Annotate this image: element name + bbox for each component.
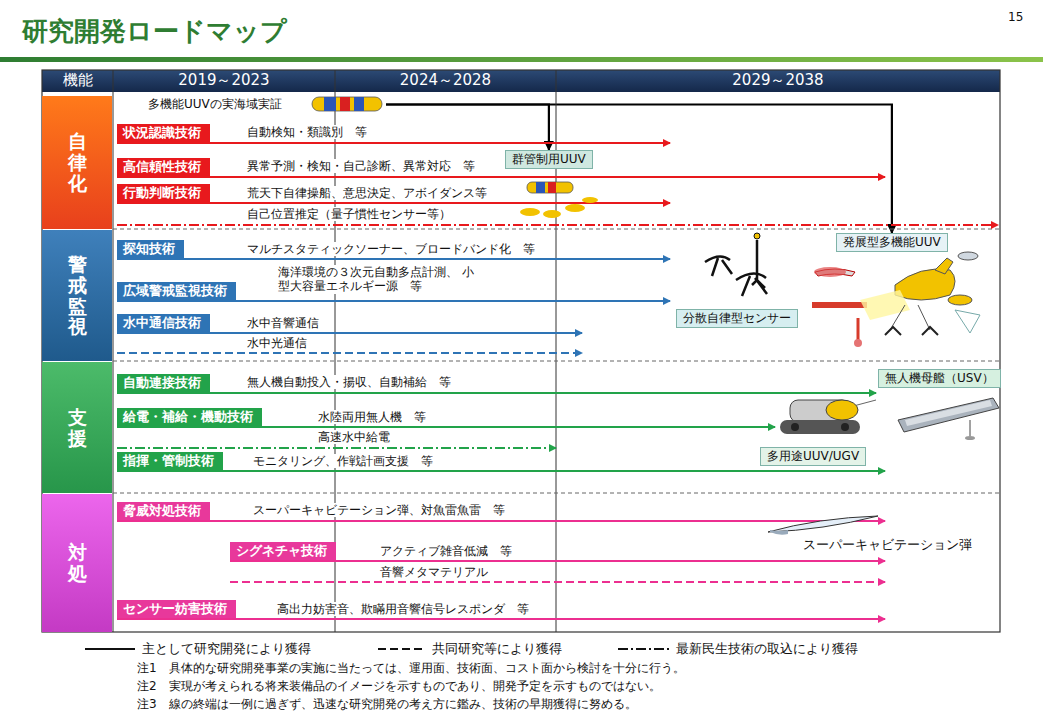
technology-box: 行動判断技術 [117,184,210,202]
legend-text: 共同研究等により獲得 [432,641,562,657]
technology-detail: 高速水中給電 [316,430,392,444]
technology-box: 高信頼性技術 [117,158,210,176]
title-bar [0,57,1043,62]
roadmap-arrows-green [117,393,885,471]
category-band: 支援 [42,362,112,493]
column-header: 機能 [42,71,113,89]
node-text: 水中通信技術 [123,315,201,330]
category-band: 対処 [42,494,112,632]
technology-box: 自動連接技術 [117,374,210,392]
technology-box: 給電・補給・機動技術 [117,408,262,426]
node-text: 高信頼性技術 [123,159,201,174]
header-row [42,70,1000,92]
technology-box: センサー妨害技術 [117,600,236,618]
technology-detail: 水中音響通信 [245,316,321,330]
technology-detail: 水陸両用無人機 等 [316,410,428,424]
advanced-uuv-illustration [812,252,980,347]
node-text: センサー妨害技術 [123,601,227,616]
category-band: 自律化 [42,96,112,229]
usv-illustration [846,398,999,440]
technology-box: 指揮・管制技術 [117,452,223,470]
roadmap-arrows-red [117,143,998,225]
node-text: 分散自律型センサー [683,311,791,325]
section-separators [113,229,1000,493]
category-text: 対処 [68,542,87,584]
node-text: 自動連接技術 [123,375,201,390]
technology-detail: 異常予測・検知・自己診断、異常対応 等 [245,159,477,173]
column-header: 2019～2023 [113,71,335,89]
node-text: 多用途UUV/UGV [767,449,859,463]
node-text: 状況認識技術 [123,125,201,140]
footnote: 注2 実現が考えられる将来装備品のイメージを示すものであり、開発予定を示すもので… [137,679,661,693]
table-border [42,70,1000,632]
column-header: 2029～2038 [556,71,1000,89]
node-text: 脅威対処技術 [123,503,201,518]
equipment-label-box: 発展型多機能UUV [836,233,948,252]
equipment-label: 多機能UUVの実海域実証 [148,97,386,112]
technology-box: 状況認識技術 [117,124,210,142]
node-text: 広域警戒監視技術 [123,283,227,298]
technology-detail: 音響メタマテリアル [378,565,490,579]
node-text: 指揮・管制技術 [123,453,214,468]
node-text: シグネチャ技術 [236,543,327,558]
technology-detail: 自動検知・類識別 等 [245,125,369,139]
roadmap-arrows-blue [117,259,670,353]
sensor-illustration [705,233,767,296]
page-title: 研究開発ロードマップ [22,14,287,49]
category-text: 支援 [68,407,87,449]
technology-box: 脅威対処技術 [117,502,210,520]
equipment-label-box: 多用途UUV/UGV [760,447,866,466]
page-number: 15 [1008,10,1023,24]
equipment-label-box: 無人機母艦（USV） [878,369,1001,388]
node-text: 無人機母艦（USV） [885,371,994,385]
technology-detail: 海洋環境の３次元自動多点計測、 小型大容量エネルギー源 等 [276,265,480,294]
projectile-illustration [768,516,878,535]
technology-detail: スーパーキャビテーション弾、対魚雷魚雷 等 [251,503,507,517]
node-text: 多機能UUVの実海域実証 [148,97,282,111]
group-uuv-icons [520,182,598,218]
roadmap-arrows-pink [117,521,885,619]
node-text: 発展型多機能UUV [843,235,941,249]
node-text: 給電・補給・機動技術 [123,409,253,424]
technology-box: 広域警戒監視技術 [117,282,236,300]
category-text: 警戒監視 [68,254,87,338]
technology-detail: アクティブ雑音低減 等 [378,544,514,558]
footnote: 注1 具体的な研究開発事業の実施に当たっては、運用面、技術面、コスト面から検討を… [137,661,685,675]
ugv-illustration [780,400,860,434]
technology-box: 水中通信技術 [117,314,210,332]
category-text: 自律化 [68,131,87,194]
technology-detail: 自己位置推定（量子慣性センサー等） [245,207,453,221]
footnote: 注3 線の終端は一例に過ぎず、迅速な研究開発の考え方に鑑み、技術の早期獲得に努め… [137,697,637,711]
category-band: 警戒監視 [42,230,112,361]
technology-detail: マルチスタティックソーナー、ブロードバンド化 等 [245,242,537,256]
equipment-label: スーパーキャビテーション弾 [803,537,972,552]
technology-detail: モニタリング、作戦計画支援 等 [251,454,435,468]
grid-line [113,70,114,632]
legend-text: 最新民生技術の取込により獲得 [676,641,858,657]
technology-detail: 荒天下自律操船、意思決定、アボイダンス等 [245,186,489,200]
equipment-label-box: 分散自律型センサー [676,309,798,328]
technology-box: 探知技術 [117,240,184,258]
node-text: 行動判断技術 [123,185,201,200]
technology-box: シグネチャ技術 [230,542,336,560]
equipment-label-box: 群管制用UUV [505,150,593,169]
node-text: 群管制用UUV [512,152,586,166]
technology-detail: 高出力妨害音、欺瞞用音響信号レスポンダ 等 [275,602,531,616]
technology-detail: 水中光通信 [245,336,309,350]
uuv-icon [312,97,382,111]
node-text: スーパーキャビテーション弾 [803,537,972,552]
column-header: 2024～2028 [335,71,556,89]
legend-text: 主として研究開発により獲得 [142,641,311,657]
technology-detail: 無人機自動投入・揚収、自動補給 等 [245,375,453,389]
node-text: 探知技術 [123,241,175,256]
